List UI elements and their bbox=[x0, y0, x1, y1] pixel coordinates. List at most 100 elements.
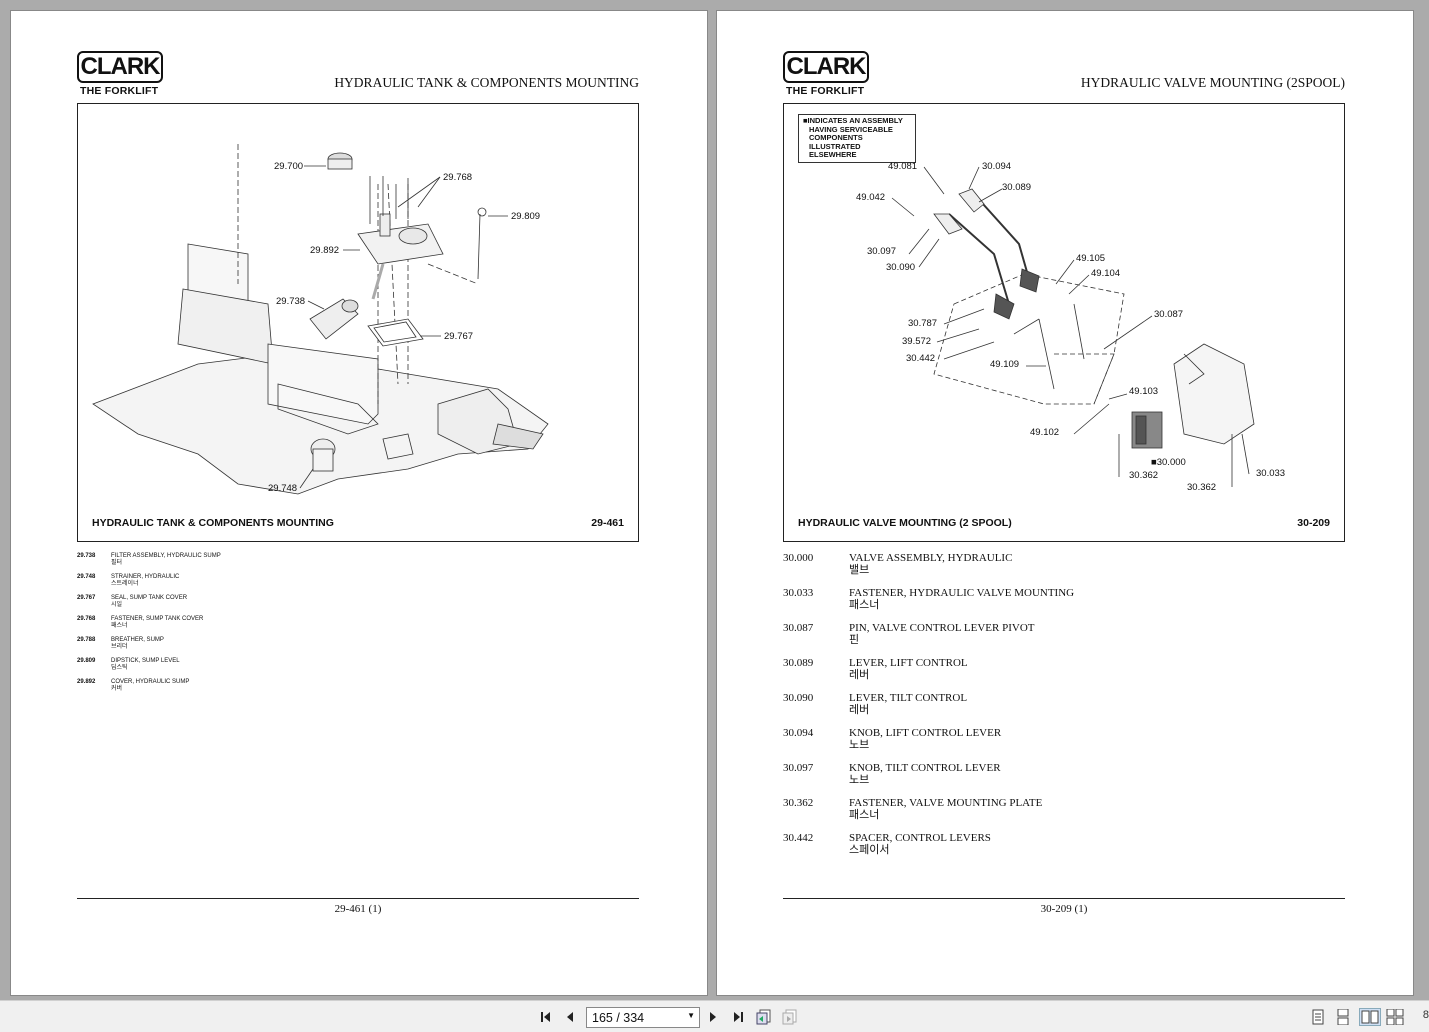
right-page: CLARK THE FORKLIFT HYDRAULIC VALVE MOUNT… bbox=[716, 10, 1414, 996]
callout-29-767: 29.767 bbox=[444, 331, 473, 342]
callout-29-809: 29.809 bbox=[511, 211, 540, 222]
part-number: 29.767 bbox=[77, 595, 96, 601]
part-number: 30.094 bbox=[783, 727, 814, 739]
callout-30-097: 30.097 bbox=[867, 246, 896, 257]
part-korean: 핀 bbox=[849, 634, 860, 646]
callout-30-089: 30.089 bbox=[1002, 182, 1031, 193]
part-description: KNOB, LIFT CONTROL LEVER bbox=[849, 727, 1002, 739]
callout-30-362-b: 30.362 bbox=[1187, 482, 1216, 493]
next-view-icon[interactable] bbox=[781, 1008, 799, 1026]
part-number: 29.788 bbox=[77, 637, 96, 643]
callout-49-103: 49.103 bbox=[1129, 386, 1158, 397]
legend-line: HAVING SERVICEABLE bbox=[809, 124, 893, 134]
dropdown-arrow-icon[interactable]: ▼ bbox=[687, 1011, 695, 1020]
part-number: 30.089 bbox=[783, 657, 814, 669]
zoom-readout: 8 bbox=[1422, 1009, 1429, 1021]
part-description: SPACER, CONTROL LEVERS bbox=[849, 832, 991, 844]
part-korean: 패스너 bbox=[111, 622, 128, 629]
part-korean: 노브 bbox=[849, 774, 870, 786]
document-viewer[interactable]: CLARK THE FORKLIFT HYDRAULIC TANK & COMP… bbox=[0, 0, 1429, 1000]
part-description: SEAL, SUMP TANK COVER bbox=[111, 595, 188, 601]
last-page-icon[interactable] bbox=[729, 1008, 747, 1026]
part-description: BREATHER, SUMP bbox=[111, 637, 164, 643]
page-indicator-text: 165 / 334 bbox=[592, 1010, 645, 1025]
callout-29-700: 29.700 bbox=[274, 161, 303, 172]
callout-49-081: 49.081 bbox=[888, 161, 917, 172]
part-number: 29.892 bbox=[77, 679, 96, 685]
callout-49-042: 49.042 bbox=[856, 192, 885, 203]
left-page: CLARK THE FORKLIFT HYDRAULIC TANK & COMP… bbox=[10, 10, 708, 996]
part-description: FASTENER, VALVE MOUNTING PLATE bbox=[849, 797, 1043, 809]
callout-29-738: 29.738 bbox=[276, 296, 305, 307]
callout-30-442: 30.442 bbox=[906, 353, 935, 364]
callout-30-087: 30.087 bbox=[1154, 309, 1183, 320]
single-page-icon[interactable] bbox=[1309, 1008, 1327, 1026]
page-number-input[interactable]: 165 / 334 ▼ bbox=[586, 1007, 700, 1028]
first-page-icon[interactable] bbox=[537, 1008, 555, 1026]
continuous-facing-icon[interactable] bbox=[1386, 1008, 1404, 1026]
part-korean: 필터 bbox=[111, 559, 123, 566]
part-description: COVER, HYDRAULIC SUMP bbox=[111, 679, 190, 685]
facing-pages-icon[interactable] bbox=[1359, 1008, 1381, 1026]
figure-caption: HYDRAULIC TANK & COMPONENTS MOUNTING bbox=[92, 517, 334, 529]
part-korean: 스페이서 bbox=[849, 844, 890, 856]
parts-diagram: 29.700 29.768 29.809 29.892 29.738 29.76… bbox=[77, 103, 639, 542]
callout-30-094: 30.094 bbox=[982, 161, 1011, 172]
footer-rule bbox=[77, 898, 639, 899]
logo-brand: CLARK bbox=[783, 51, 869, 83]
next-page-icon[interactable] bbox=[704, 1008, 722, 1026]
clark-logo: CLARK THE FORKLIFT bbox=[783, 51, 869, 97]
part-korean: 브리더 bbox=[111, 643, 128, 650]
part-description: PIN, VALVE CONTROL LEVER PIVOT bbox=[849, 622, 1035, 634]
clark-logo: CLARK THE FORKLIFT bbox=[77, 51, 163, 97]
callout-49-105: 49.105 bbox=[1076, 253, 1105, 264]
previous-view-icon[interactable] bbox=[755, 1008, 773, 1026]
callout-30-362: 30.362 bbox=[1129, 470, 1158, 481]
part-description: FASTENER, SUMP TANK COVER bbox=[111, 616, 204, 622]
part-korean: 밸브 bbox=[849, 564, 870, 576]
logo-brand: CLARK bbox=[77, 51, 163, 83]
part-description: LEVER, TILT CONTROL bbox=[849, 692, 968, 704]
part-korean: 패스너 bbox=[849, 809, 880, 821]
callout-30-000: ■30.000 bbox=[1151, 457, 1186, 468]
callout-29-768: 29.768 bbox=[443, 172, 472, 183]
part-korean: 딥스틱 bbox=[111, 664, 128, 671]
part-description: FILTER ASSEMBLY, HYDRAULIC SUMP bbox=[111, 553, 221, 559]
callout-29-892: 29.892 bbox=[310, 245, 339, 256]
part-korean: 노브 bbox=[849, 739, 870, 751]
part-number: 30.362 bbox=[783, 797, 814, 809]
part-description: LEVER, LIFT CONTROL bbox=[849, 657, 968, 669]
part-description: KNOB, TILT CONTROL LEVER bbox=[849, 762, 1001, 774]
footer-rule bbox=[783, 898, 1345, 899]
continuous-page-icon[interactable] bbox=[1334, 1008, 1352, 1026]
figure-caption: HYDRAULIC VALVE MOUNTING (2 SPOOL) bbox=[798, 517, 1012, 529]
page-title: HYDRAULIC TANK & COMPONENTS MOUNTING bbox=[334, 75, 639, 90]
part-korean: 스트레이너 bbox=[111, 580, 139, 587]
parts-diagram: ■INDICATES AN ASSEMBLY HAVING SERVICEABL… bbox=[783, 103, 1345, 542]
previous-page-icon[interactable] bbox=[561, 1008, 579, 1026]
page-footer: 29-461 (1) bbox=[334, 903, 382, 915]
legend-line: ELSEWHERE bbox=[809, 150, 857, 159]
part-number: 30.087 bbox=[783, 622, 814, 634]
part-korean: 시일 bbox=[111, 601, 123, 608]
part-number: 30.090 bbox=[783, 692, 814, 704]
figure-code: 30-209 bbox=[1297, 517, 1330, 529]
part-number: 29.768 bbox=[77, 616, 96, 622]
part-number: 29.738 bbox=[77, 553, 96, 559]
